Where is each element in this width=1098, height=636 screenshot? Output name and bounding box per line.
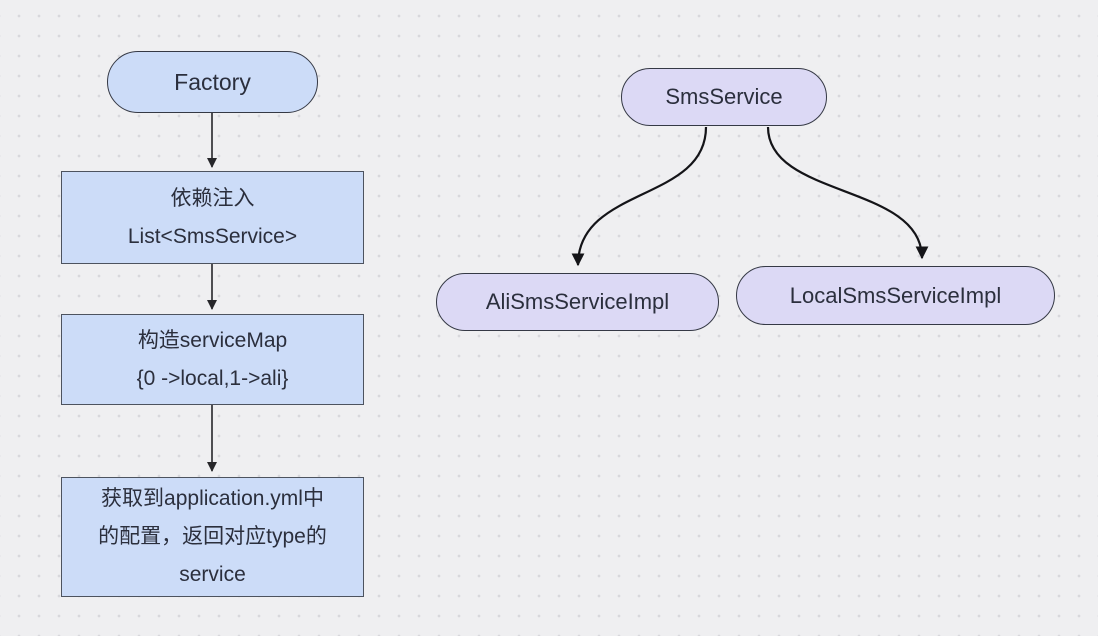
step2-label-line2: {0 ->local,1->ali} xyxy=(136,366,289,390)
step2-node: 构造serviceMap {0 ->local,1->ali} xyxy=(61,314,364,405)
step1-node: 依赖注入 List<SmsService> xyxy=(61,171,364,264)
edge-smsservice-to-ali xyxy=(571,126,708,267)
step1-label-line1: 依赖注入 xyxy=(170,186,255,210)
smsservice-node: SmsService xyxy=(621,68,827,126)
edge-smsservice-to-local xyxy=(766,126,929,260)
smsservice-node-label: SmsService xyxy=(665,84,783,109)
step3-node: 获取到application.yml中 的配置，返回对应type的 servic… xyxy=(61,477,364,597)
alismsserviceimpl-node-label: AliSmsServiceImpl xyxy=(485,289,670,314)
factory-node-label: Factory xyxy=(174,68,251,95)
alismsserviceimpl-node: AliSmsServiceImpl xyxy=(436,273,719,331)
localsmsserviceimpl-node: LocalSmsServiceImpl xyxy=(736,266,1055,325)
localsmsserviceimpl-node-label: LocalSmsServiceImpl xyxy=(789,282,1002,308)
step3-label-line1: 获取到application.yml中 xyxy=(101,487,324,510)
step2-label-line1: 构造serviceMap xyxy=(137,328,288,352)
step1-label-line2: List<SmsService> xyxy=(127,224,298,248)
factory-node: Factory xyxy=(107,51,318,113)
step3-label-line3: service xyxy=(179,563,246,586)
step3-label-line2: 的配置，返回对应type的 xyxy=(98,525,327,548)
